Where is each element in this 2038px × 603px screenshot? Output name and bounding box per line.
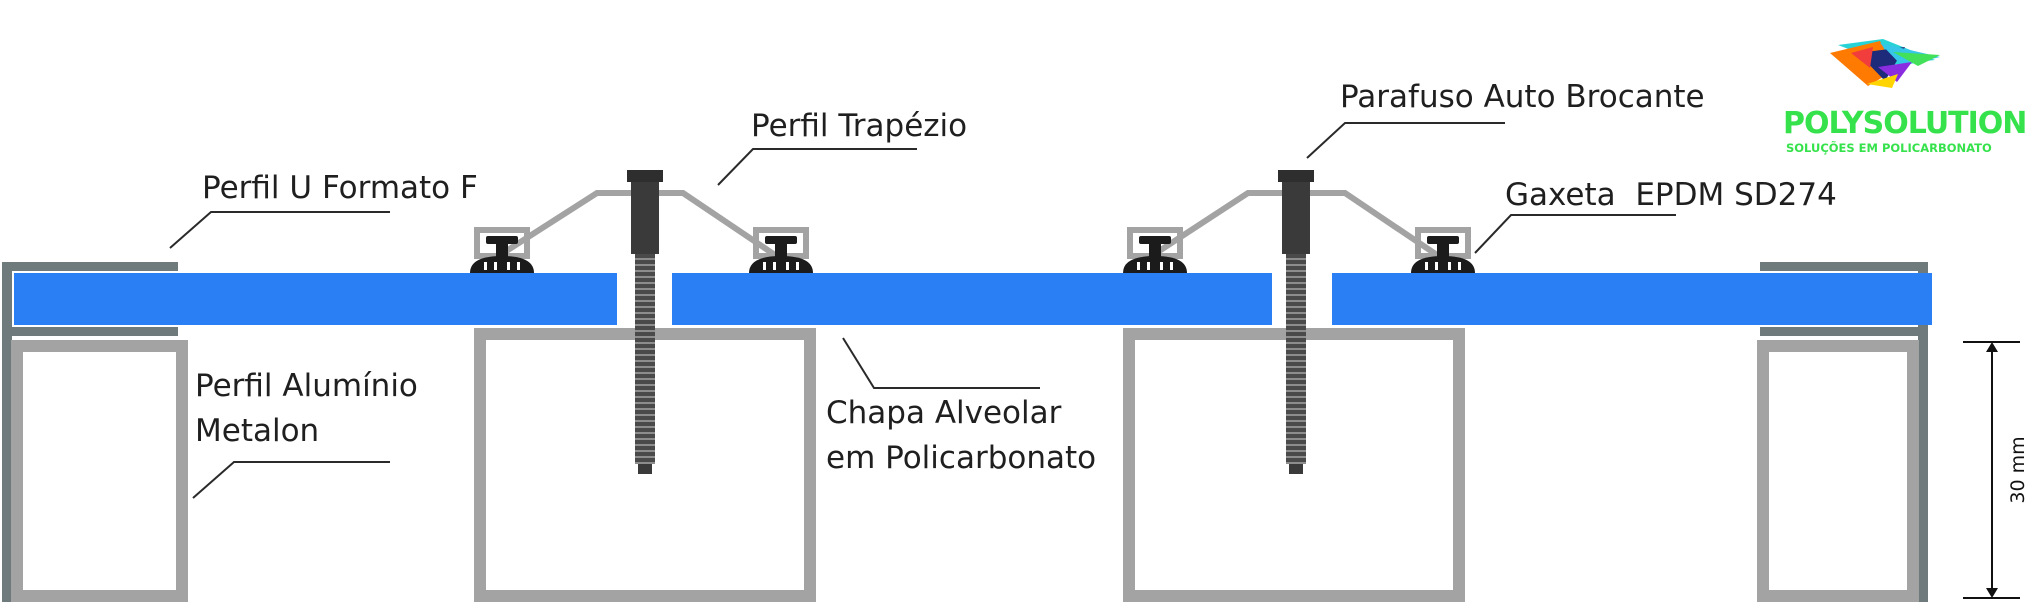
parafuso-2 — [1278, 170, 1314, 474]
label-chapa-line1: Chapa Alveolar — [826, 395, 1062, 431]
label-perfil-aluminio-line2: Metalon — [195, 413, 319, 449]
perfil-u-right — [1760, 262, 1928, 602]
perfil-u-left — [2, 262, 178, 602]
label-chapa-line2: em Policarbonato — [826, 440, 1096, 476]
label-perfil-u: Perfil U Formato F — [202, 170, 478, 206]
label-perfil-trapezio: Perfil Trapézio — [751, 108, 967, 144]
label-perfil-aluminio-line1: Perfil Alumínio — [195, 368, 418, 404]
leader-chapa — [842, 337, 1040, 389]
polysolution-logo: POLYSOLUTION SOLUÇÕES EM POLICARBONATO — [1783, 39, 2027, 155]
label-gaxeta: Gaxeta EPDM SD274 — [1505, 177, 1837, 213]
polysolution-logo-name: POLYSOLUTION — [1783, 106, 2026, 141]
gaxeta-epdm — [470, 236, 1475, 273]
dimension-label: 30 mm — [2007, 436, 2029, 503]
label-parafuso: Parafuso Auto Brocante — [1340, 79, 1705, 115]
leader-perfil-u — [169, 211, 390, 249]
leader-gaxeta — [1474, 214, 1676, 254]
leader-parafuso — [1306, 122, 1505, 159]
metalon-tube-1 — [11, 340, 188, 602]
metalon-tube-4 — [1757, 340, 1919, 602]
polysolution-logo-tagline: SOLUÇÕES EM POLICARBONATO — [1786, 140, 1992, 155]
leader-perfil-aluminio — [192, 461, 390, 499]
sheet-2 — [672, 273, 1272, 325]
sheet-3 — [1332, 273, 1932, 325]
parafuso-1 — [627, 170, 663, 474]
leader-perfil-trapezio — [717, 148, 917, 186]
chapa-alveolar-sheets — [14, 273, 1932, 325]
dimension-30mm — [1963, 341, 2020, 599]
sheet-1 — [14, 273, 617, 325]
polysolution-logo-mark — [1830, 39, 1940, 88]
